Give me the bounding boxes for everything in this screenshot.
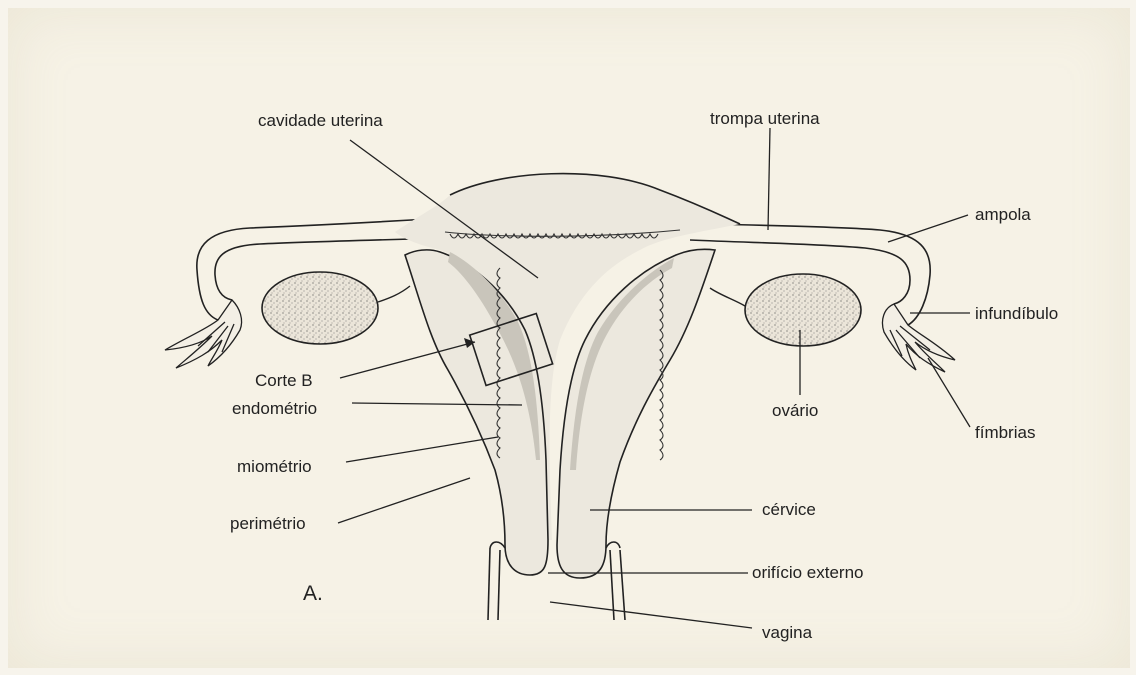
- left-ovary: [262, 272, 378, 344]
- right-ovary: [745, 274, 861, 346]
- label-infundibulo: infundíbulo: [975, 305, 1058, 323]
- label-cervice: cérvice: [762, 501, 816, 519]
- label-vagina: vagina: [762, 624, 812, 642]
- label-trompa-uterina: trompa uterina: [710, 110, 820, 128]
- label-endometrio: endométrio: [232, 400, 317, 418]
- label-ampola: ampola: [975, 206, 1031, 224]
- label-cavidade-uterina: cavidade uterina: [258, 112, 383, 130]
- label-fimbrias: fímbrias: [975, 424, 1035, 442]
- panel-label: A.: [303, 585, 323, 603]
- label-perimetrio: perimétrio: [230, 515, 306, 533]
- label-ovario: ovário: [772, 402, 818, 420]
- label-orificio-externo: orifício externo: [752, 564, 864, 582]
- label-corte-b: Corte B: [255, 372, 313, 390]
- label-miometrio: miométrio: [237, 458, 312, 476]
- left-fimbriae: [165, 300, 242, 368]
